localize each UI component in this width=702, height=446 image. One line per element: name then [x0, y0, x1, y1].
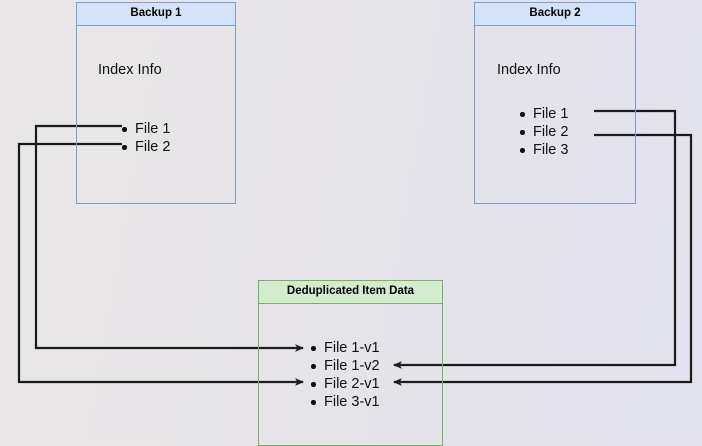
deduplicated-item-data-body: File 1-v1 File 1-v2 File 2-v1 File 3-v1: [259, 304, 442, 445]
backup-2-file-list: File 1 File 2 File 3: [518, 105, 568, 159]
deduplicated-item-data-box: Deduplicated Item Data File 1-v1 File 1-…: [258, 280, 443, 446]
backup-2-box: Backup 2 Index Info File 1 File 2 File 3: [474, 2, 636, 204]
list-item: File 1: [518, 105, 568, 123]
list-item: File 1-v1: [309, 339, 380, 357]
backup-1-index-label: Index Info: [98, 62, 162, 78]
list-item: File 1: [120, 120, 170, 138]
backup-1-body: Index Info File 1 File 2: [77, 26, 235, 203]
backup-2-body: Index Info File 1 File 2 File 3: [475, 26, 635, 203]
backup-1-title: Backup 1: [77, 3, 235, 26]
list-item: File 3: [518, 141, 568, 159]
list-item: File 2: [120, 138, 170, 156]
list-item: File 3-v1: [309, 393, 380, 411]
list-item: File 2: [518, 123, 568, 141]
list-item: File 1-v2: [309, 357, 380, 375]
deduplicated-item-data-title: Deduplicated Item Data: [259, 281, 442, 304]
backup-2-index-label: Index Info: [497, 62, 561, 78]
list-item: File 2-v1: [309, 375, 380, 393]
deduplicated-item-list: File 1-v1 File 1-v2 File 2-v1 File 3-v1: [309, 339, 380, 411]
backup-1-box: Backup 1 Index Info File 1 File 2: [76, 2, 236, 204]
backup-2-title: Backup 2: [475, 3, 635, 26]
backup-1-file-list: File 1 File 2: [120, 120, 170, 156]
